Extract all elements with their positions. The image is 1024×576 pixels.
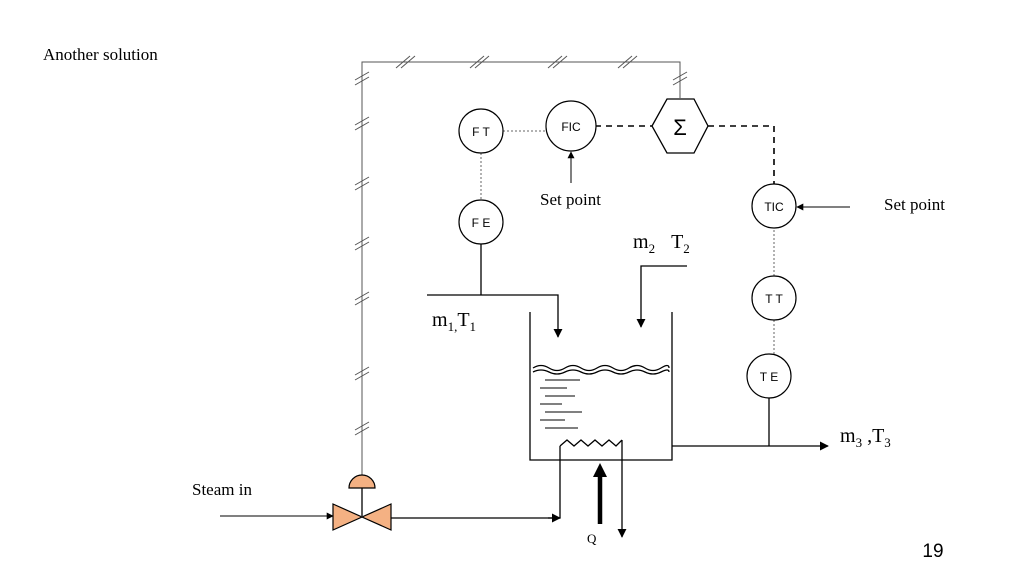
tt-bubble[interactable]: T T [751,275,797,321]
steam-control-valve [332,474,392,531]
fe-label: F E [472,216,491,230]
steam-line-to-coil [391,446,561,519]
tt-label: T T [765,292,783,306]
page-number: 19 [922,541,943,562]
summer-block[interactable]: Σ [651,98,709,154]
fic-bubble[interactable]: FIC [545,100,597,152]
sigma-symbol: Σ [673,115,687,140]
heating-coil [559,439,623,447]
stream-3-label: m3 ,T3 [840,425,891,450]
inlet-stream-1 [427,294,563,338]
tic-setpoint-label: Set point [884,195,945,214]
pneumatic-signal-line [354,55,688,476]
te-label: T E [760,370,778,384]
tic-label: TIC [764,200,784,214]
te-bubble[interactable]: T E [746,353,792,399]
slide-title: Another solution [43,45,158,64]
fic-label: FIC [561,120,581,134]
steam-in-label: Steam in [192,480,252,499]
fe-bubble[interactable]: F E [458,199,504,245]
fic-setpoint-label: Set point [540,190,601,209]
stream-1-label: m1,T1 [432,309,476,334]
tic-bubble[interactable]: TIC [751,183,797,229]
tic-to-sum-signal [708,125,775,184]
heat-label: Q [587,531,597,546]
mixing-tank [529,312,673,461]
inlet-stream-2 [636,265,687,328]
ft-bubble[interactable]: F T [458,108,504,154]
ft-label: F T [472,125,490,139]
